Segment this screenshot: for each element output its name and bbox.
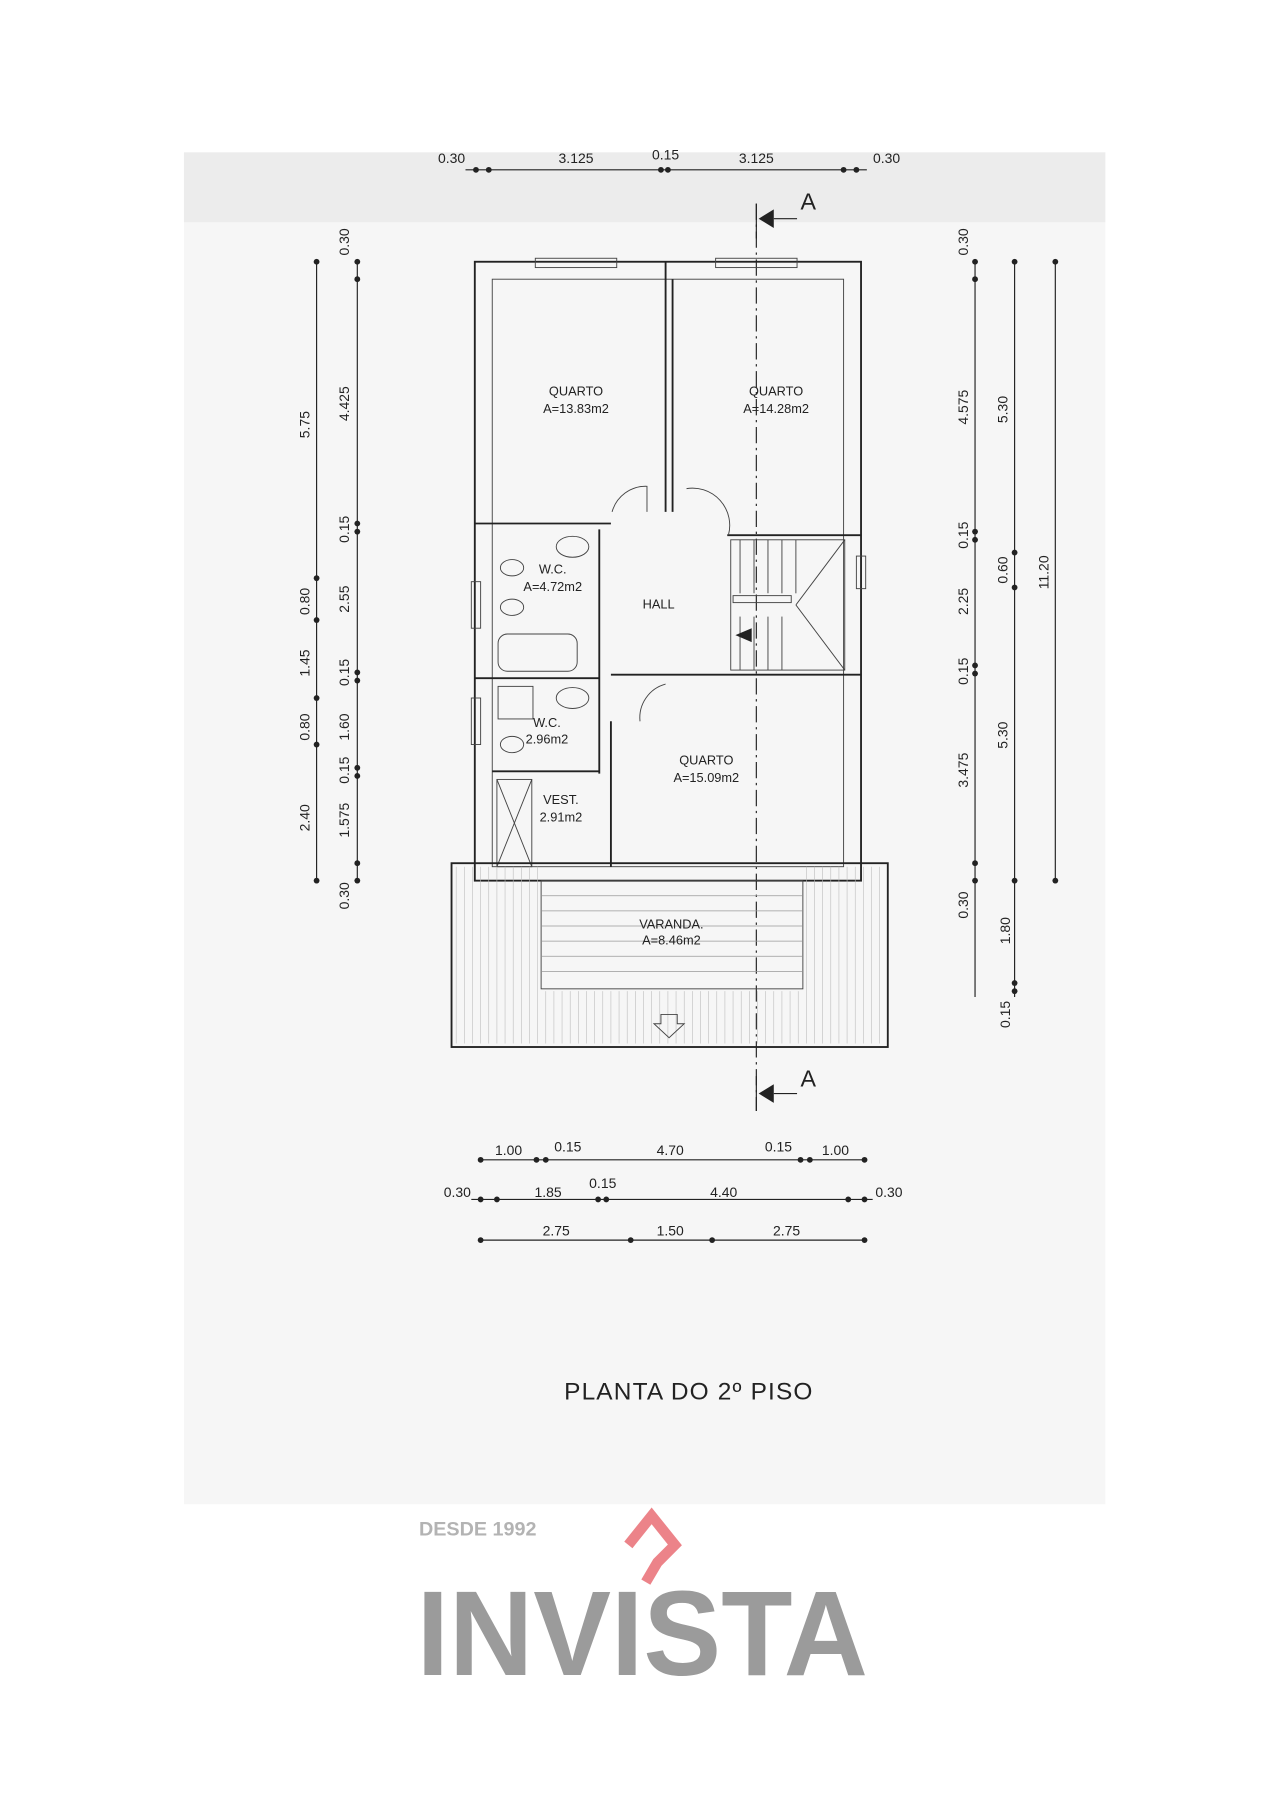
dim-label: 1.85: [535, 1184, 562, 1200]
section-line-a: A A: [755, 188, 817, 1111]
staircase: [730, 539, 846, 671]
dim-label: 4.575: [955, 389, 971, 424]
dim-label: 0.15: [955, 657, 971, 684]
dim-label: 1.00: [822, 1142, 849, 1158]
room-labels: QUARTO A=13.83m2 QUARTO A=14.28m2 W.C. A…: [523, 384, 809, 948]
dim-label: 0.60: [995, 556, 1011, 583]
dim-label: 0.15: [336, 659, 352, 686]
dim-label: 5.30: [995, 396, 1011, 423]
dim-label: 1.60: [336, 713, 352, 740]
dim-label: 1.575: [336, 802, 352, 837]
dim-label: 0.30: [955, 228, 971, 255]
room-name: QUARTO: [679, 752, 733, 767]
dim-label: 2.75: [543, 1222, 570, 1238]
plan-title: PLANTA DO 2º PISO: [564, 1379, 813, 1406]
dim-label: 0.15: [336, 756, 352, 783]
room-name: VEST.: [543, 792, 579, 807]
dim-label: 4.40: [710, 1184, 737, 1200]
watermark-accent-mark: [624, 1507, 682, 1585]
room-area: A=15.09m2: [673, 770, 739, 785]
dim-label: 1.45: [297, 649, 313, 676]
scan-shadow: [183, 152, 1106, 223]
room-name: W.C.: [539, 562, 567, 577]
dim-label: 0.30: [336, 228, 352, 255]
dim-label: 0.15: [589, 1175, 616, 1191]
right-dimensions: 0.30 4.575 0.15 2.25 0.15 3.475 0.30 1.8…: [955, 228, 1059, 1028]
room-area: A=14.28m2: [743, 401, 809, 416]
room-area: 2.96m2: [526, 731, 569, 746]
dim-label: 0.30: [955, 891, 971, 918]
watermark-brand: INVISTA: [417, 1565, 868, 1701]
room-name: W.C.: [533, 715, 561, 730]
dim-label: 0.15: [765, 1139, 792, 1155]
room-name: QUARTO: [549, 384, 603, 399]
dim-label: 0.15: [336, 516, 352, 543]
top-dimensions: 0.30 3.125 0.15 3.125 0.30: [438, 146, 900, 173]
dim-label: 1.00: [495, 1142, 522, 1158]
room-area: A=8.46m2: [642, 933, 701, 948]
room-area: A=13.83m2: [543, 401, 609, 416]
dim-label: 0.30: [875, 1184, 902, 1200]
dim-label: 3.125: [559, 150, 594, 166]
dim-label: 1.80: [997, 917, 1013, 944]
room-area: 2.91m2: [540, 809, 583, 824]
dim-label: 2.55: [336, 585, 352, 612]
dim-label: 0.15: [652, 146, 679, 162]
dim-label: 2.40: [297, 804, 313, 831]
dim-label: 1.50: [657, 1222, 684, 1238]
dim-label: 0.30: [336, 882, 352, 909]
dim-label: 0.30: [438, 150, 465, 166]
room-name: QUARTO: [749, 384, 803, 399]
dim-label: 4.425: [336, 386, 352, 421]
dim-label: 0.30: [873, 150, 900, 166]
dim-label: 0.15: [955, 521, 971, 548]
scan-paper: [183, 152, 1106, 1505]
section-marker-bottom: A: [801, 1066, 817, 1092]
balcony: [450, 862, 889, 1048]
invista-watermark-logo: DESDE 1992 INVISTA: [417, 1507, 868, 1701]
dim-label: 3.475: [955, 752, 971, 787]
dim-label: 11.20: [1035, 555, 1051, 589]
watermark-tagline: DESDE 1992: [419, 1519, 537, 1541]
dim-label: 2.75: [773, 1222, 800, 1238]
bottom-dimensions: 1.00 0.15 4.70 0.15 1.00 0.30 1.85 0.15 …: [444, 1139, 903, 1244]
dim-label: 0.80: [297, 588, 313, 615]
dim-label: 3.125: [739, 150, 774, 166]
dim-label: 5.30: [995, 721, 1011, 748]
dim-label: 0.80: [297, 713, 313, 740]
dim-label: 5.75: [297, 411, 313, 438]
dim-label: 0.15: [997, 1001, 1013, 1028]
dim-label: 0.30: [444, 1184, 471, 1200]
room-name: HALL: [643, 596, 675, 611]
dim-label: 2.25: [955, 588, 971, 615]
dim-label: 0.15: [554, 1139, 581, 1155]
room-name: VARANDA.: [639, 916, 703, 931]
section-marker-top: A: [801, 188, 817, 214]
dim-label: 4.70: [657, 1142, 684, 1158]
room-area: A=4.72m2: [523, 579, 582, 594]
left-dimensions: 5.75 0.80 1.45 0.80 2.40 0.30 4.425 0.15…: [297, 228, 361, 909]
